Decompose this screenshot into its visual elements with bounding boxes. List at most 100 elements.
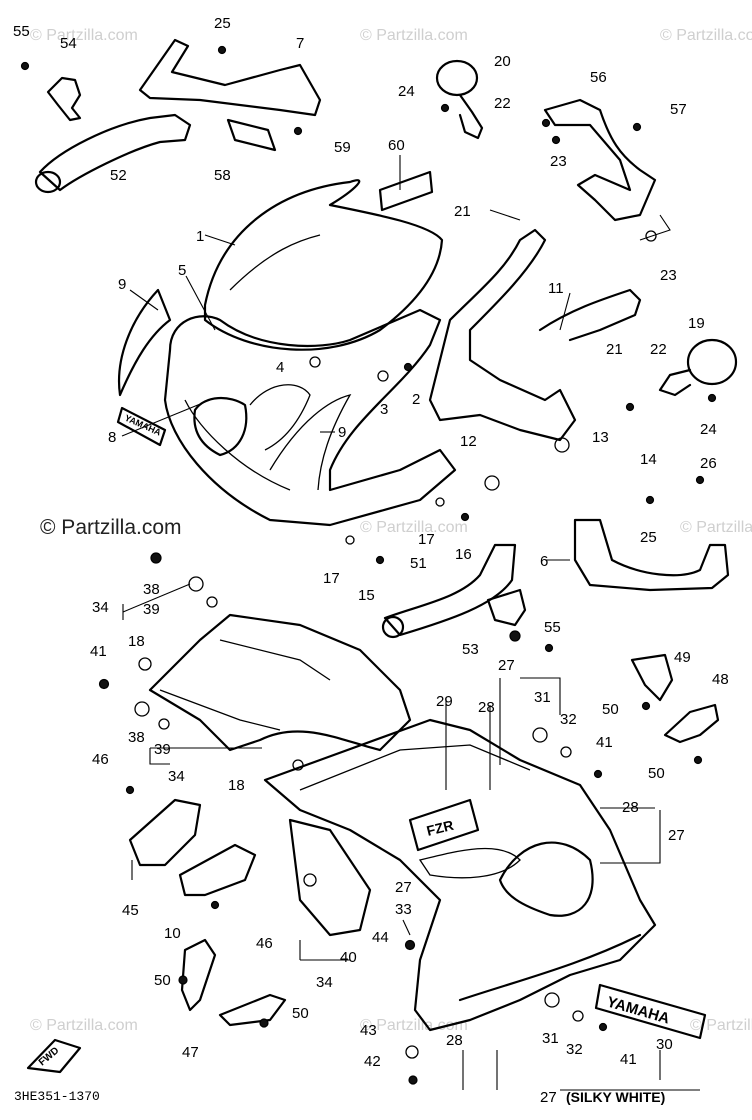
- mirror-19: [686, 338, 738, 386]
- callout-38: 38: [128, 729, 145, 746]
- callout-45: 45: [122, 902, 139, 919]
- callout-52: 52: [110, 167, 127, 184]
- callout-50: 50: [648, 765, 665, 782]
- callout-labels: 55 54 25 7 52 58 59 60 20 24 22 56 57 23…: [13, 15, 729, 1106]
- callout-9: 9: [118, 276, 126, 293]
- callout-54: 54: [60, 35, 77, 52]
- callout-34: 34: [168, 768, 185, 785]
- callout-31: 31: [542, 1030, 559, 1047]
- callout-44: 44: [372, 929, 389, 946]
- callout-4: 4: [276, 359, 284, 376]
- callout-42: 42: [364, 1053, 381, 1070]
- callout-53: 53: [462, 641, 479, 658]
- callout-26: 26: [700, 455, 717, 472]
- watermark-3: © Partzilla.com: [660, 27, 752, 44]
- watermark-1: © Partzilla.com: [30, 27, 138, 44]
- decal-30: [594, 983, 707, 1040]
- callout-23: 23: [550, 153, 567, 170]
- callout-50: 50: [602, 701, 619, 718]
- callout-23: 23: [660, 267, 677, 284]
- watermark-7: © Partzilla.com: [360, 1017, 468, 1034]
- callout-41: 41: [90, 643, 107, 660]
- callout-50: 50: [154, 972, 171, 989]
- callout-50: 50: [292, 1005, 309, 1022]
- callout-40: 40: [340, 949, 357, 966]
- duct-mouth-52: [34, 170, 62, 194]
- silky-white-note: (SILKY WHITE): [566, 1089, 665, 1105]
- callout-29: 29: [436, 693, 453, 710]
- callout-17: 17: [323, 570, 340, 587]
- callout-25: 25: [640, 529, 657, 546]
- fairing-lower-edge: [458, 933, 642, 1002]
- callout-38: 38: [143, 581, 160, 598]
- leader-lines: [121, 155, 700, 1091]
- fairing-inner-line: [299, 744, 531, 791]
- callout-28: 28: [478, 699, 495, 716]
- callout-30: 30: [656, 1036, 673, 1053]
- bracket-45: [128, 798, 202, 867]
- callout-27: 27: [668, 827, 685, 844]
- callout-57: 57: [670, 101, 687, 118]
- callout-28: 28: [622, 799, 639, 816]
- callout-5: 5: [178, 262, 186, 279]
- stay-56: [543, 98, 657, 222]
- watermarks: © Partzilla.com © Partzilla.com © Partzi…: [30, 27, 752, 1034]
- callout-51: 51: [410, 555, 427, 572]
- callout-27: 27: [540, 1089, 557, 1106]
- fwd-label: FWD: [37, 1045, 62, 1068]
- stay-47: [180, 938, 217, 1012]
- decal-30-text: YAMAHA: [605, 994, 672, 1028]
- callout-58: 58: [214, 167, 231, 184]
- callout-55: 55: [13, 23, 30, 40]
- callout-9: 9: [338, 424, 346, 441]
- callout-31: 31: [534, 689, 551, 706]
- callout-24: 24: [700, 421, 717, 438]
- callout-2: 2: [412, 391, 420, 408]
- callout-12: 12: [460, 433, 477, 450]
- fairing-cutout-28: [498, 841, 594, 917]
- decal-60: [378, 170, 434, 212]
- decal-8-text: YAMAHA: [123, 413, 163, 438]
- callout-13: 13: [592, 429, 609, 446]
- upper-cowl-vent: [269, 393, 352, 491]
- callout-15: 15: [358, 587, 375, 604]
- callout-22: 22: [650, 341, 667, 358]
- callout-56: 56: [590, 69, 607, 86]
- decal-29-text: FZR: [425, 817, 455, 839]
- inner-panel-7: [138, 38, 322, 117]
- callout-39: 39: [154, 741, 171, 758]
- callout-60: 60: [388, 137, 405, 154]
- watermark-5: © Partzilla.com: [680, 519, 752, 536]
- callout-46: 46: [256, 935, 273, 952]
- callout-47: 47: [182, 1044, 199, 1061]
- callout-17: 17: [418, 531, 435, 548]
- decal-8: [116, 406, 167, 447]
- watermark-main: © Partzilla.com: [40, 516, 182, 539]
- callout-48: 48: [712, 671, 729, 688]
- bracket-58: [226, 118, 277, 152]
- callout-1: 1: [196, 228, 204, 245]
- lower-cowling-assembly: FZR YAMAHA FWD: [26, 613, 720, 1074]
- bracket-49: [630, 653, 674, 702]
- mirror-stem-20: [458, 93, 484, 140]
- callout-11: 11: [548, 280, 564, 297]
- stay-11: [428, 228, 577, 442]
- clip-53: [486, 588, 527, 627]
- callout-39: 39: [143, 601, 160, 618]
- under-cowl-ridge-2: [159, 689, 281, 731]
- under-cowl-ridge: [219, 639, 331, 681]
- bracket-10: [178, 843, 257, 897]
- watermark-2: © Partzilla.com: [360, 27, 468, 44]
- callout-20: 20: [494, 53, 511, 70]
- windscreen-ridge: [229, 234, 321, 291]
- upper-cowl-5: [163, 308, 457, 527]
- callout-16: 16: [455, 546, 472, 563]
- callout-14: 14: [640, 451, 657, 468]
- duct-mouth-51: [381, 615, 405, 639]
- callout-34: 34: [92, 599, 109, 616]
- upper-cowl-inner-line: [184, 399, 291, 491]
- air-duct-51: [383, 543, 517, 637]
- callout-3: 3: [380, 401, 388, 418]
- fasteners: [20, 45, 717, 1085]
